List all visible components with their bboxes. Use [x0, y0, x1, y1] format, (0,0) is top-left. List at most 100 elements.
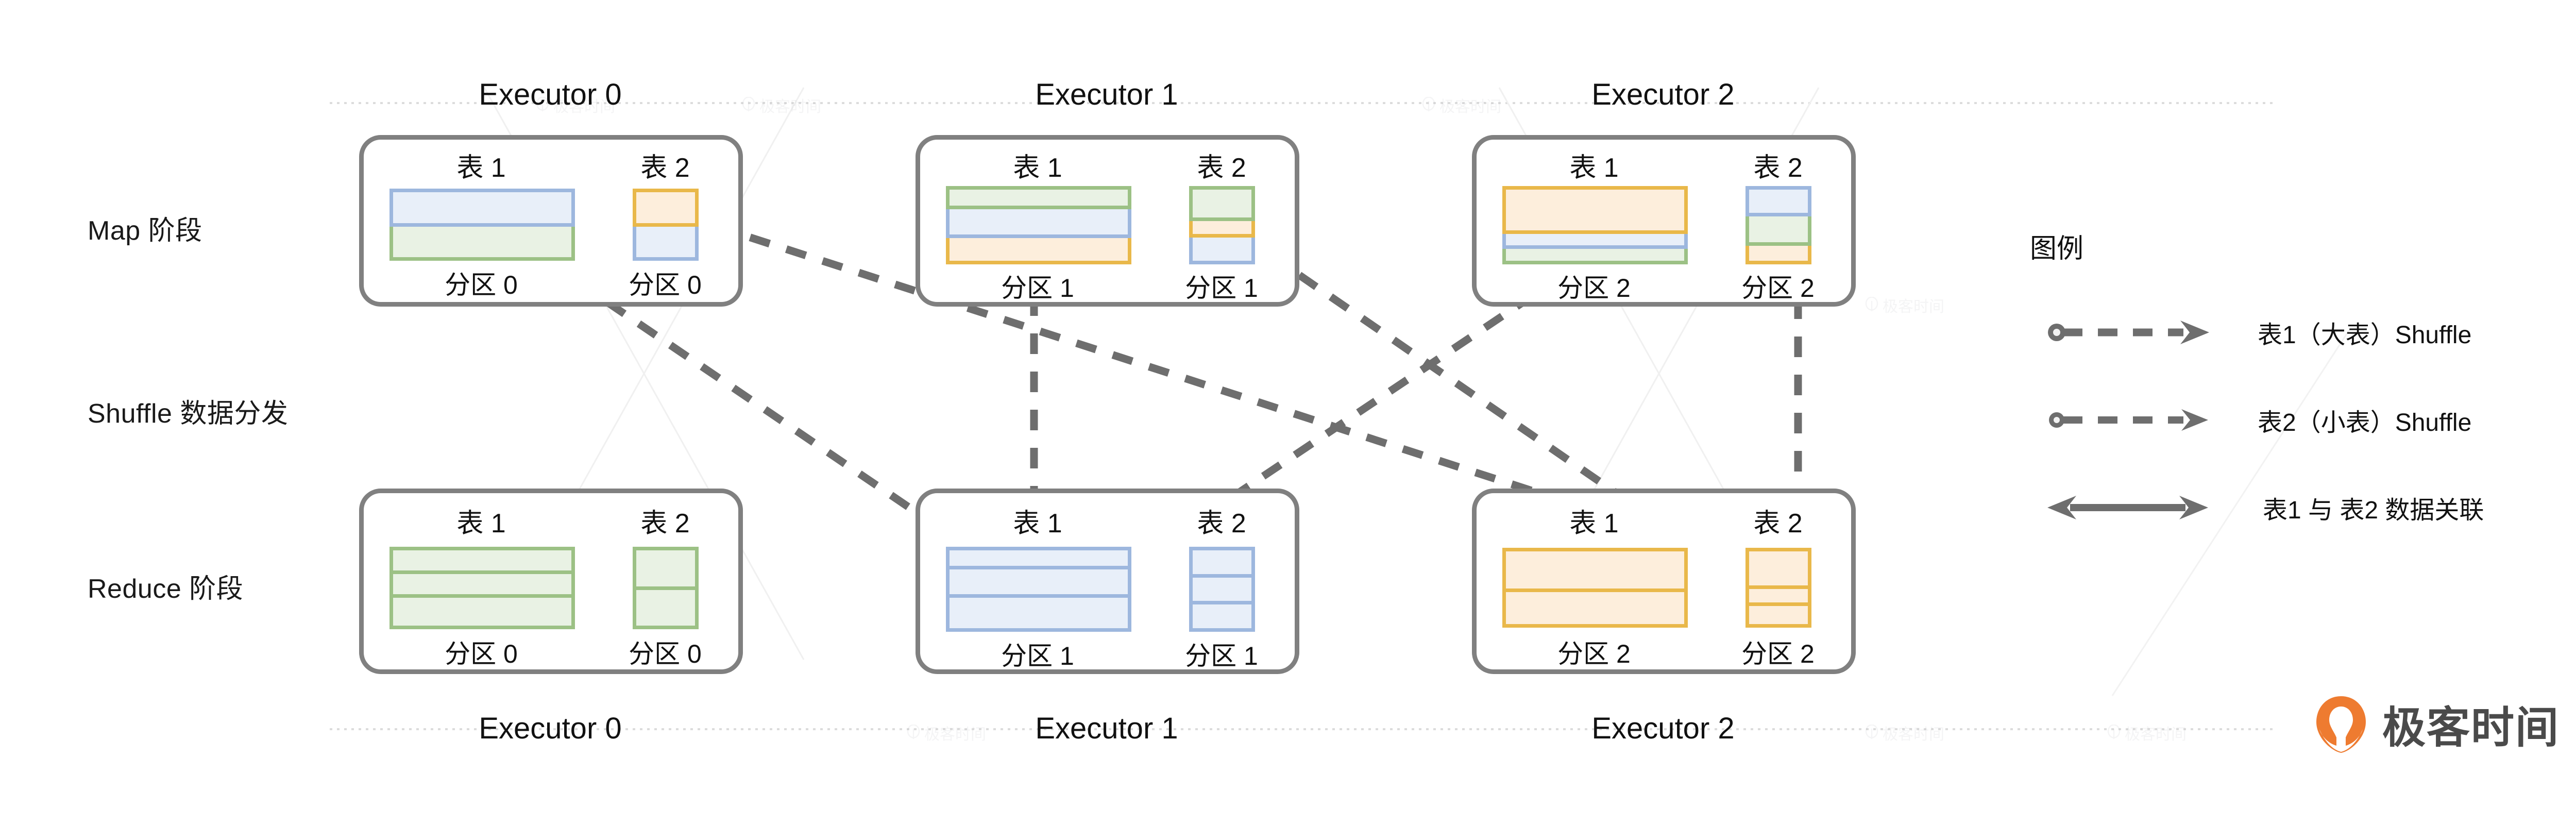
band-blue — [1189, 237, 1255, 264]
map-e0-table2: 表 2 分区 0 — [601, 145, 730, 305]
band-orange — [1502, 592, 1688, 628]
reduce-e1-table2: 表 2 分区 1 — [1157, 500, 1286, 670]
band-orange — [1745, 246, 1811, 264]
brand-logo-text: 极客时间 — [2382, 703, 2560, 752]
table-name-label: 表 2 — [640, 509, 690, 539]
watermark: 极客时间 — [907, 721, 986, 744]
partition-bands — [389, 547, 575, 630]
partition-bands — [389, 189, 575, 261]
watermark: 极客时间 — [742, 94, 821, 116]
watermark-text: 极客时间 — [759, 98, 821, 115]
partition-label: 分区 0 — [629, 271, 702, 299]
band-blue — [1189, 604, 1255, 632]
partition-bands — [1502, 548, 1688, 628]
row-label-map: Map 阶段 — [88, 216, 202, 246]
legend-item-1: 表2（小表）Shuffle — [2045, 402, 2471, 438]
legend-title: 图例 — [2030, 234, 2084, 264]
band-blue — [946, 209, 1131, 238]
legend: 图例 表1（大表）Shuffle 表2（小表）Shuffle — [2030, 227, 2576, 524]
band-green — [946, 186, 1131, 209]
partition-label: 分区 2 — [1741, 640, 1815, 668]
table-name-label: 表 1 — [1013, 509, 1062, 539]
band-green — [389, 226, 575, 261]
band-orange — [633, 189, 699, 227]
partition-bands — [1502, 186, 1688, 265]
band-blue — [1189, 577, 1255, 605]
band-orange — [1745, 548, 1811, 589]
band-green — [1502, 249, 1688, 265]
table-name-label: 表 1 — [456, 509, 506, 539]
watermark: 极客时间 — [1865, 721, 1944, 744]
geekbang-logo-icon — [2316, 696, 2366, 753]
double-headed-arrow-icon — [2047, 496, 2208, 519]
partition-bands — [946, 186, 1131, 264]
reduce-e0-table1: 表 1 分区 0 — [378, 500, 584, 670]
band-green — [389, 547, 575, 574]
reduce-executor-card-2[interactable]: 表 1 分区 2 表 2 分区 2 — [1472, 489, 1856, 674]
partition-bands — [1189, 547, 1255, 632]
band-orange — [1745, 588, 1811, 606]
dashed-arrow-icon — [2049, 409, 2208, 431]
partition-label: 分区 0 — [445, 640, 518, 668]
watermark-text: 极客时间 — [1883, 298, 1944, 315]
table-name-label: 表 2 — [640, 153, 690, 183]
reduce-executor-card-1[interactable]: 表 1 分区 1 表 2 分区 1 — [916, 489, 1299, 674]
dashed-arrow-icon — [2048, 321, 2209, 344]
partition-bands — [946, 547, 1131, 632]
reduce-e0-table2: 表 2 分区 0 — [601, 500, 730, 670]
band-blue — [946, 597, 1131, 632]
band-blue — [1502, 233, 1688, 249]
partition-label: 分区 1 — [1185, 642, 1258, 670]
map-executor-card-0[interactable]: 表 1 分区 0 表 2 分区 0 — [359, 135, 743, 307]
watermark: 极客时间 — [2107, 721, 2187, 744]
partition-label: 分区 2 — [1741, 274, 1815, 302]
legend-item-2: 表1 与 表2 数据关联 — [2040, 490, 2484, 526]
table-name-label: 表 2 — [1753, 153, 1803, 183]
reduce-e2-table2: 表 2 分区 2 — [1714, 500, 1842, 670]
map-executor-title-0: Executor 0 — [479, 78, 622, 111]
reduce-executor-card-0[interactable]: 表 1 分区 0 表 2 分区 0 — [359, 489, 743, 674]
band-green — [1189, 186, 1255, 221]
reduce-e1-table1: 表 1 分区 1 — [935, 500, 1141, 670]
partition-label: 分区 0 — [445, 271, 518, 299]
partition-bands — [633, 189, 699, 261]
table-name-label: 表 1 — [1569, 509, 1619, 539]
brand-logo: 极客时间 — [2313, 693, 2560, 755]
watermark: 极客时间 — [1865, 294, 1944, 316]
row-label-shuffle: Shuffle 数据分发 — [88, 399, 289, 429]
table-name-label: 表 2 — [1197, 509, 1246, 539]
band-orange — [1745, 606, 1811, 628]
legend-label: 表2（小表）Shuffle — [2258, 409, 2472, 436]
table-name-label: 表 2 — [1753, 509, 1803, 539]
map-e1-table2: 表 2 分区 1 — [1157, 145, 1286, 305]
map-e2-table1: 表 1 分区 2 — [1491, 145, 1697, 305]
legend-item-0: 表1（大表）Shuffle — [2045, 314, 2471, 350]
band-blue — [1189, 547, 1255, 578]
band-blue — [633, 226, 699, 261]
partition-label: 分区 2 — [1557, 640, 1631, 668]
watermark-text: 极客时间 — [924, 726, 986, 743]
reduce-e2-table1: 表 1 分区 2 — [1491, 500, 1697, 670]
legend-label: 表1（大表）Shuffle — [2258, 322, 2472, 349]
partition-bands — [1189, 186, 1255, 264]
partition-label: 分区 2 — [1557, 274, 1631, 302]
reduce-executor-title-0: Executor 0 — [479, 712, 622, 745]
map-e1-table1: 表 1 分区 1 — [935, 145, 1141, 305]
band-orange — [946, 238, 1131, 264]
band-green — [1745, 216, 1811, 246]
partition-label: 分区 0 — [629, 640, 702, 668]
watermark-text: 极客时间 — [2125, 726, 2187, 743]
row-label-reduce: Reduce 阶段 — [88, 574, 244, 604]
partition-bands — [633, 547, 699, 629]
band-blue — [946, 547, 1131, 569]
watermark-text: 极客时间 — [1883, 726, 1944, 743]
map-executor-card-2[interactable]: 表 1 分区 2 表 2 分区 2 — [1472, 135, 1856, 307]
band-green — [633, 547, 699, 590]
legend-label: 表1 与 表2 数据关联 — [2263, 497, 2484, 524]
partition-label: 分区 1 — [1001, 642, 1074, 670]
map-executor-title-1: Executor 1 — [1035, 78, 1178, 111]
band-blue — [946, 569, 1131, 598]
map-executor-card-1[interactable]: 表 1 分区 1 表 2 分区 1 — [916, 135, 1299, 307]
band-green — [389, 597, 575, 630]
